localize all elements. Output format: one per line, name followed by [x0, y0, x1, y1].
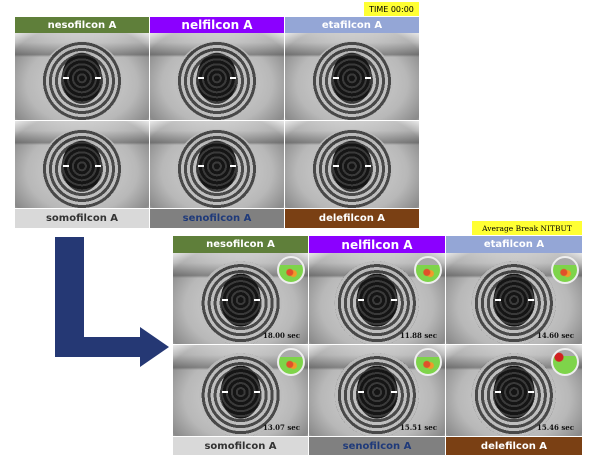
topography-map — [277, 348, 305, 376]
break-time: 15.51 sec — [399, 423, 437, 432]
topography-map — [414, 256, 442, 284]
eye-image — [15, 121, 150, 209]
eye-image: 15.46 sec — [446, 345, 583, 437]
top-footer-senofilcon: senofilcon A — [150, 209, 285, 228]
eye-image: 14.60 sec — [446, 253, 583, 345]
eye-image — [285, 33, 420, 121]
break-time: 18.00 sec — [262, 331, 300, 340]
bottom-footer-senofilcon: senofilcon A — [309, 437, 446, 455]
topography-map — [551, 348, 579, 376]
time-badge: TIME 00:00 — [364, 2, 419, 16]
topography-map — [277, 256, 305, 284]
eye-image — [15, 33, 150, 121]
bottom-footer-somofilcon: somofilcon A — [173, 437, 309, 455]
eye-image: 18.00 sec — [173, 253, 309, 345]
bottom-header-nelfilcon: nelfilcon A — [309, 236, 446, 253]
top-header-nelfilcon: nelfilcon A — [150, 17, 285, 33]
topography-map — [551, 256, 579, 284]
topography-map — [414, 348, 442, 376]
top-footer-delefilcon: delefilcon A — [285, 209, 420, 228]
eye-image: 11.88 sec — [309, 253, 446, 345]
eye-image — [150, 33, 285, 121]
bottom-header-etafilcon: etafilcon A — [446, 236, 583, 253]
bottom-header-nesofilcon: nesofilcon A — [173, 236, 309, 253]
bottom-panel: nesofilcon A nelfilcon A etafilcon A 18.… — [173, 236, 583, 455]
break-time: 11.88 sec — [399, 331, 437, 340]
eye-image — [285, 121, 420, 209]
break-time: 14.60 sec — [536, 331, 574, 340]
average-break-badge: Average Break NITBUT — [472, 221, 582, 235]
eye-image — [150, 121, 285, 209]
eye-image: 13.07 sec — [173, 345, 309, 437]
eye-image: 15.51 sec — [309, 345, 446, 437]
top-panel: nesofilcon A nelfilcon A etafilcon A som… — [15, 17, 420, 228]
top-footer-somofilcon: somofilcon A — [15, 209, 150, 228]
break-time: 15.46 sec — [536, 423, 574, 432]
break-time: 13.07 sec — [262, 423, 300, 432]
top-header-nesofilcon: nesofilcon A — [15, 17, 150, 33]
top-header-etafilcon: etafilcon A — [285, 17, 420, 33]
bottom-footer-delefilcon: delefilcon A — [446, 437, 583, 455]
